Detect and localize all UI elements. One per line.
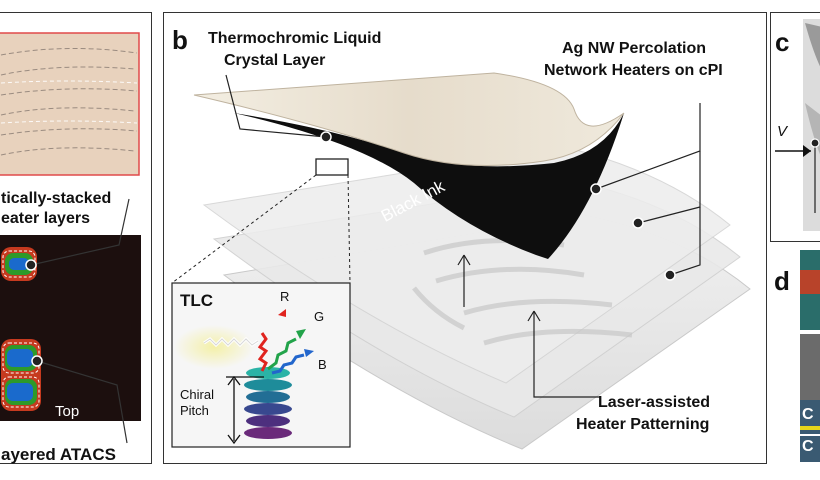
black-ink-layer [234,113,624,259]
panel-d: d C C [770,250,820,464]
panel-c-graphics [775,19,820,231]
laser-title-line2: Heater Patterning [576,416,710,433]
chiral-helix [244,367,292,439]
stack-label-line1: tically-stacked [1,190,112,207]
agnw-title-line1: Ag NW Percolation [562,40,707,57]
tlc-title-line1: Thermochromic Liquid [208,30,382,47]
panel-a-leaders [30,198,130,444]
inset-g-label: G [314,309,325,324]
tlc-layer [193,72,625,166]
panel-a-graphics [0,32,141,444]
agnw-title-line2: Network Heaters on cPI [544,62,723,79]
panel-c-letter: c [775,27,790,57]
callout-dot-top [25,259,37,271]
thermal-hotspot-top [1,247,37,281]
chiral-pitch-line2: Pitch [180,403,209,418]
blue-ray [271,353,305,375]
panel-d-letter: d [774,266,790,296]
panel-b-letter: b [172,25,188,55]
bottom-label: ayered ATACS [1,445,116,464]
pattern-arrows [457,254,541,322]
callout-dot-bottom [31,355,43,367]
heater-film-1 [202,146,731,384]
laser-title-line1: Laser-assisted [598,394,711,411]
red-ray [257,332,269,372]
serpentine-heater-lines [0,47,138,156]
green-ray [267,337,297,371]
inset-r-label: R [280,289,290,304]
callout-dots [320,131,676,281]
chiral-pitch-line1: Chiral [180,387,214,402]
pitch-arrow [226,375,264,445]
tlc-title-line2: Crystal Layer [224,52,326,69]
inset-title: TLC [180,291,214,310]
layer-stack-illustration [171,72,751,450]
panel-d-tag2: C [802,438,814,455]
panel-b: b Thermochromic Liquid Crystal Layer Ag … [163,12,767,464]
panel-b-leaders [225,74,701,398]
stack-label-line2: eater layers [1,210,90,227]
thermal-hotspot-bottom [1,339,41,411]
device-photo [0,32,140,176]
panel-c: c V [770,12,820,242]
top-label: Top [55,403,80,420]
panel-d-graphics [800,250,820,462]
inset-b-label: B [318,357,327,372]
panel-d-tag1: C [802,406,814,423]
voltage-label: V [777,123,788,140]
zoom-box [315,158,349,176]
panel-a: tically-stacked eater layers Top ayered … [0,12,152,464]
